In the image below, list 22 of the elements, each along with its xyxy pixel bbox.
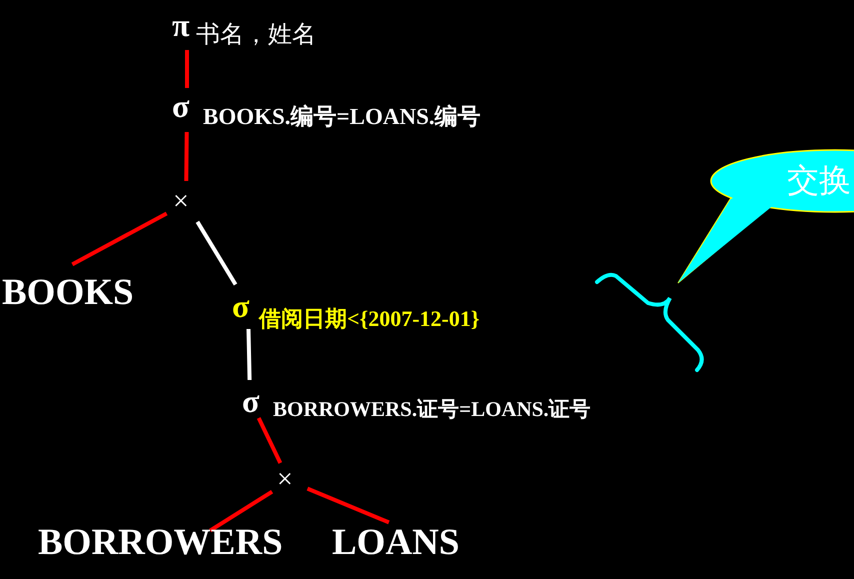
operator-condition: 书名，姓名 <box>196 23 316 47</box>
tree-edge <box>246 328 252 380</box>
operator-symbol: σ <box>242 385 260 417</box>
tree-edge <box>71 212 168 266</box>
callout-text: 交换 <box>787 164 851 196</box>
operator-condition: 借阅日期<{2007-12-01} <box>259 308 480 330</box>
operator-symbol: × <box>277 466 293 494</box>
relation-name: BOOKS <box>2 274 134 311</box>
operator-symbol: π <box>172 9 190 41</box>
tree-edge <box>209 490 274 532</box>
operator-condition: BOOKS.编号=LOANS.编号 <box>203 105 481 128</box>
tree-edge <box>184 132 189 182</box>
operator-condition: BORROWERS.证号=LOANS.证号 <box>273 399 591 420</box>
tree-edge <box>256 417 282 464</box>
relation-name: BORROWERS <box>38 524 283 561</box>
operator-symbol: × <box>173 188 189 216</box>
tree-edge <box>185 50 189 88</box>
tree-edge <box>196 220 238 286</box>
operator-symbol: σ <box>232 290 250 322</box>
operator-symbol: σ <box>172 90 190 122</box>
tree-edge <box>306 486 390 524</box>
relation-name: LOANS <box>332 524 460 561</box>
